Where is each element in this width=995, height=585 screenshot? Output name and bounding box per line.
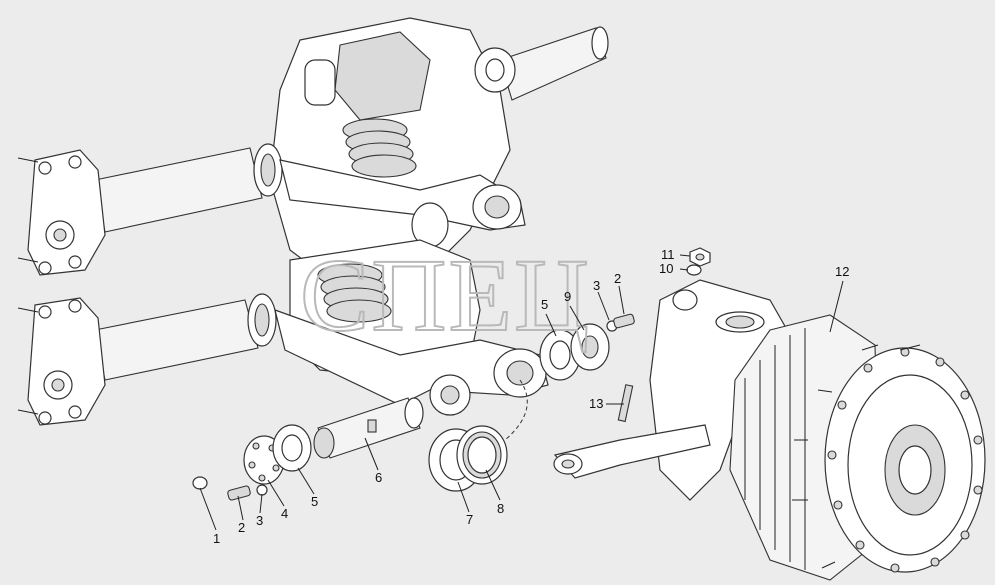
leader-lines — [199, 254, 844, 531]
loose-parts-left — [192, 397, 508, 501]
lower-axle-assembly — [17, 239, 549, 441]
washer-part-3 — [256, 484, 268, 496]
wheel-hub-assembly — [553, 279, 986, 581]
upper-axle-assembly — [17, 17, 609, 281]
callout-11: 11 — [661, 247, 675, 262]
callout-4: 4 — [281, 506, 288, 521]
washer-part-10 — [686, 264, 702, 276]
seal-ring-part-8 — [456, 425, 508, 485]
hub-studs — [827, 347, 983, 573]
callout-13: 13 — [589, 396, 603, 411]
pin-part-13 — [617, 384, 634, 423]
gasket-part-5b — [539, 329, 581, 381]
callout-8: 8 — [497, 501, 504, 516]
callout-12: 12 — [835, 264, 849, 279]
cover-part-9 — [570, 323, 610, 371]
pin-part-6 — [313, 397, 424, 459]
bolt-part-2 — [227, 485, 251, 501]
callout-1: 1 — [213, 531, 220, 546]
wheel-bolts — [792, 344, 921, 569]
callout-7: 7 — [466, 512, 473, 527]
callout-3-right: 3 — [593, 278, 600, 293]
upper-spring — [342, 118, 417, 178]
watermark: СПЕЦ — [300, 238, 591, 353]
washer-part-1 — [192, 476, 208, 490]
callouts: 1 2 3 4 5 6 7 8 5 9 3 2 11 10 12 13 — [213, 247, 849, 546]
bolt-part-2b — [613, 313, 635, 329]
drum-ribs — [744, 328, 806, 570]
callout-5-right: 5 — [541, 297, 548, 312]
nut-part-11 — [689, 247, 711, 267]
callout-2: 2 — [238, 520, 245, 535]
callout-9: 9 — [564, 289, 571, 304]
loose-parts-middle — [539, 247, 711, 423]
callout-3: 3 — [256, 513, 263, 528]
gasket-part-5 — [272, 424, 312, 472]
callout-6: 6 — [375, 470, 382, 485]
lower-spring — [317, 263, 392, 323]
callout-2-right: 2 — [614, 271, 621, 286]
callout-10: 10 — [659, 261, 673, 276]
callout-5: 5 — [311, 494, 318, 509]
